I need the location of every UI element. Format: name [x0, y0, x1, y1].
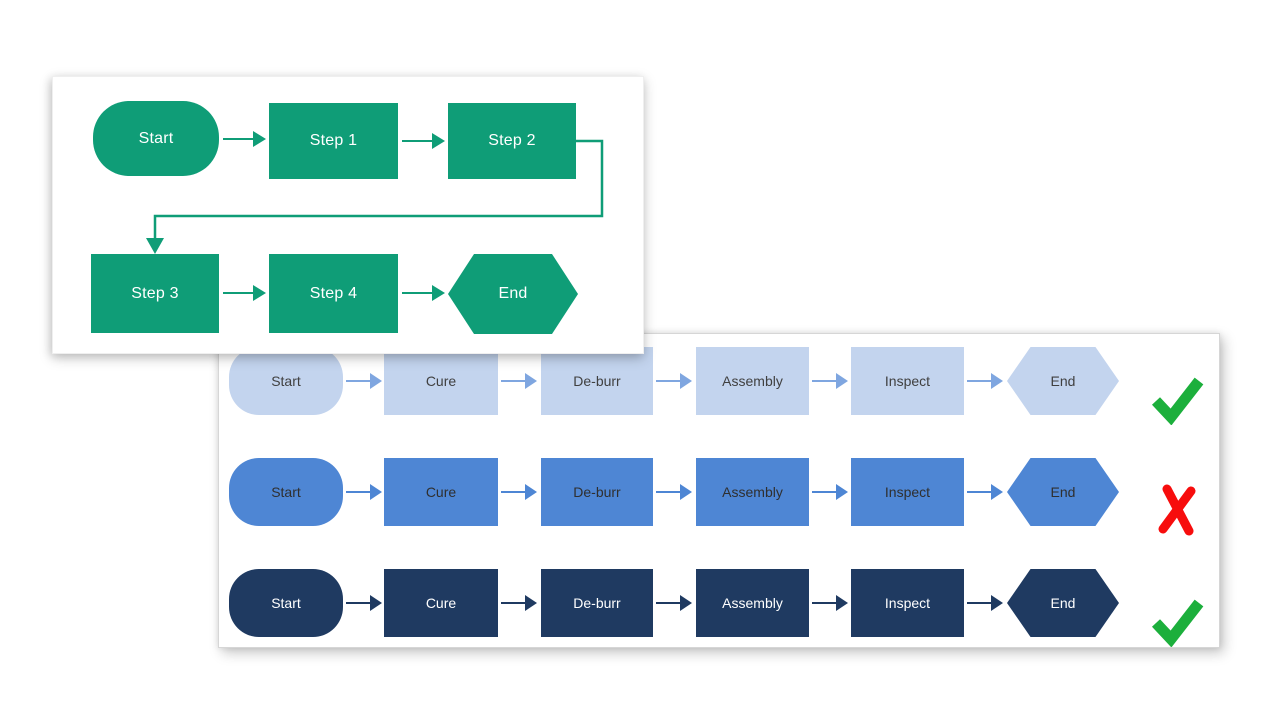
arrow-head-icon [525, 373, 537, 389]
flow-arrow [967, 595, 1003, 611]
arrow-head-icon [836, 595, 848, 611]
arrow-head-icon [991, 373, 1003, 389]
flow-arrow [402, 285, 445, 301]
node-start: Start [229, 458, 343, 526]
arrow-head-icon [253, 131, 266, 147]
node-start: Start [93, 101, 219, 176]
flow-arrow [812, 595, 848, 611]
node-de-burr: De-burr [541, 458, 653, 526]
arrow-line [346, 602, 372, 604]
arrow-line [501, 491, 527, 493]
comparison-panel: Start Cure De-burr Assembly Inspect End … [218, 333, 1220, 648]
arrow-line [223, 138, 255, 140]
arrow-head-icon [525, 595, 537, 611]
arrow-line [812, 380, 838, 382]
cross-icon [1149, 484, 1207, 536]
node-step-3: Step 3 [91, 254, 219, 333]
arrow-head-icon [680, 373, 692, 389]
arrow-head-icon [370, 484, 382, 500]
arrow-line [656, 491, 682, 493]
arrow-line [656, 602, 682, 604]
node-start: Start [229, 347, 343, 415]
node-step-4: Step 4 [269, 254, 398, 333]
flow-arrow [501, 595, 537, 611]
arrow-head-icon [991, 484, 1003, 500]
node-assembly: Assembly [696, 569, 809, 637]
flow-arrow [223, 285, 266, 301]
node-inspect: Inspect [851, 347, 964, 415]
flow-arrow [656, 484, 692, 500]
arrow-head-icon [680, 484, 692, 500]
node-end: End [1007, 569, 1119, 637]
flow-arrow [346, 373, 382, 389]
check-icon [1149, 373, 1207, 425]
node-assembly: Assembly [696, 458, 809, 526]
arrow-line [501, 602, 527, 604]
node-inspect: Inspect [851, 569, 964, 637]
arrow-head-icon [836, 484, 848, 500]
node-cure: Cure [384, 347, 498, 415]
node-inspect: Inspect [851, 458, 964, 526]
flow-arrow [501, 373, 537, 389]
node-de-burr: De-burr [541, 569, 653, 637]
arrow-head-icon [836, 373, 848, 389]
flow-row-dark: Start Cure De-burr Assembly Inspect End [219, 569, 1219, 647]
flow-arrow [223, 131, 266, 147]
arrow-line [967, 491, 993, 493]
arrow-head-icon [525, 484, 537, 500]
node-end: End [1007, 458, 1119, 526]
node-de-burr: De-burr [541, 347, 653, 415]
arrow-head-icon [146, 238, 164, 254]
arrow-head-icon [370, 373, 382, 389]
flow-arrow [967, 484, 1003, 500]
arrow-head-icon [432, 285, 445, 301]
arrow-line [346, 491, 372, 493]
flow-arrow [346, 595, 382, 611]
node-end: End [448, 254, 578, 334]
node-end: End [1007, 347, 1119, 415]
arrow-head-icon [253, 285, 266, 301]
arrow-line [346, 380, 372, 382]
node-start: Start [229, 569, 343, 637]
arrow-head-icon [680, 595, 692, 611]
node-step-1: Step 1 [269, 103, 398, 179]
arrow-line [223, 292, 255, 294]
flow-arrow [346, 484, 382, 500]
arrow-head-icon [432, 133, 445, 149]
green-flowchart-panel: Start Step 1 Step 2 Step 3 Step 4 End [52, 76, 644, 354]
arrow-line [501, 380, 527, 382]
node-cure: Cure [384, 458, 498, 526]
flow-arrow [402, 133, 445, 149]
flow-arrow [812, 484, 848, 500]
check-icon [1149, 595, 1207, 647]
arrow-line [402, 292, 434, 294]
flow-arrow [812, 373, 848, 389]
arrow-line [967, 602, 993, 604]
arrow-line [656, 380, 682, 382]
node-cure: Cure [384, 569, 498, 637]
flow-arrow [501, 484, 537, 500]
flow-row-light: Start Cure De-burr Assembly Inspect End [219, 347, 1219, 425]
arrow-line [402, 140, 434, 142]
flow-row-medium: Start Cure De-burr Assembly Inspect End [219, 458, 1219, 536]
flow-arrow [967, 373, 1003, 389]
arrow-head-icon [991, 595, 1003, 611]
arrow-line [812, 491, 838, 493]
flow-arrow [656, 373, 692, 389]
arrow-head-icon [370, 595, 382, 611]
arrow-line [812, 602, 838, 604]
node-step-2: Step 2 [448, 103, 576, 179]
flow-arrow [656, 595, 692, 611]
node-assembly: Assembly [696, 347, 809, 415]
arrow-line [967, 380, 993, 382]
